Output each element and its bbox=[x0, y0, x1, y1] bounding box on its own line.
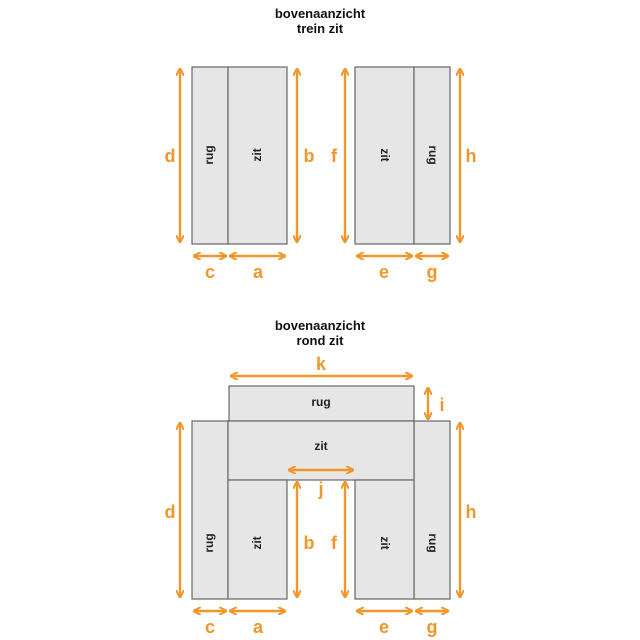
top-dim-h-label: h bbox=[466, 146, 477, 166]
top-dim-a-label: a bbox=[253, 262, 264, 282]
bottom-dim-k-label: k bbox=[316, 354, 327, 374]
bottom-dim-f-label: f bbox=[331, 533, 338, 553]
bottom-center-zit-label: zit bbox=[314, 439, 327, 453]
bottom-dim-h-label: h bbox=[466, 502, 477, 522]
bottom-title-line1: bovenaanzicht bbox=[274, 318, 366, 333]
top-left-zit-label: zit bbox=[250, 148, 264, 161]
top-title-line1: bovenaanzicht bbox=[274, 6, 366, 21]
bottom-title-line2: rond zit bbox=[296, 333, 344, 348]
bottom-right-back-panel bbox=[413, 420, 451, 600]
bottom-dim-d-label: d bbox=[165, 502, 176, 522]
bottom-right-seat-panel bbox=[354, 479, 415, 600]
top-right-seat-panel bbox=[354, 66, 415, 245]
bottom-top-rug-label: rug bbox=[311, 395, 330, 409]
top-dim-d-label: d bbox=[165, 146, 176, 166]
bottom-dim-e-label: e bbox=[379, 617, 389, 637]
top-right-back-panel bbox=[413, 66, 451, 245]
bottom-dim-g-label: g bbox=[427, 617, 438, 637]
top-dim-e-label: e bbox=[379, 262, 389, 282]
bottom-dim-a-label: a bbox=[253, 617, 264, 637]
top-left-rug-label: rug bbox=[202, 145, 216, 164]
bottom-dim-i-label: i bbox=[439, 395, 444, 415]
top-dim-c-label: c bbox=[205, 262, 215, 282]
bottom-dim-b-label: b bbox=[304, 533, 315, 553]
bottom-right-rug-label: rug bbox=[426, 533, 440, 552]
bottom-left-back-panel bbox=[191, 420, 229, 600]
bottom-top-back-panel bbox=[228, 385, 415, 422]
top-dim-b-label: b bbox=[304, 146, 315, 166]
bottom-dim-c-label: c bbox=[205, 617, 215, 637]
bottom-right-zit-label: zit bbox=[378, 536, 392, 549]
top-title-line2: trein zit bbox=[296, 21, 344, 36]
bottom-left-zit-label: zit bbox=[250, 536, 264, 549]
bottom-diagram-title: bovenaanzicht rond zit bbox=[0, 318, 640, 348]
top-right-zit-label: zit bbox=[378, 148, 392, 161]
top-right-rug-label: rug bbox=[426, 145, 440, 164]
top-dim-g-label: g bbox=[427, 262, 438, 282]
top-dim-f-label: f bbox=[331, 146, 338, 166]
bottom-left-seat-panel bbox=[227, 479, 288, 600]
bottom-dim-j-label: j bbox=[317, 479, 323, 499]
top-diagram-title: bovenaanzicht trein zit bbox=[0, 6, 640, 36]
top-left-seat-panel bbox=[227, 66, 288, 245]
bottom-left-rug-label: rug bbox=[202, 533, 216, 552]
